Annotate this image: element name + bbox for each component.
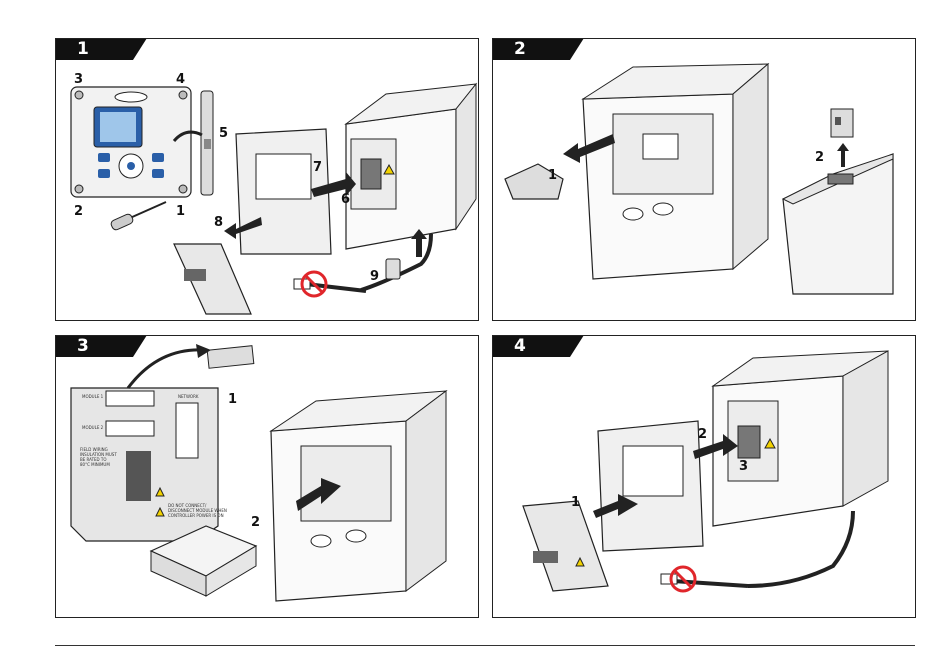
callout-9: 9 <box>370 269 379 284</box>
callout-6: 6 <box>341 192 350 207</box>
terminal-connector <box>831 109 853 167</box>
slot-cover <box>128 344 254 388</box>
cover-label: MODULE 1 MODULE 2 NETWORK FIELD WIRING I… <box>71 388 227 541</box>
controller-front <box>71 87 213 231</box>
callout-1: 1 <box>176 204 185 219</box>
label-field-wiring-4: 80°C MINIMUM <box>80 462 110 467</box>
callout-3: 3 <box>739 459 748 474</box>
open-enclosure <box>236 84 476 290</box>
step-1-illustration: 3 4 5 2 1 7 6 8 9 <box>56 39 479 321</box>
callout-5: 5 <box>219 126 228 141</box>
power-plug <box>661 574 748 586</box>
removed-cover <box>174 244 251 314</box>
footer-rule <box>55 645 915 646</box>
callout-3: 3 <box>74 72 83 87</box>
step-panel-3: 3 MODULE 1 MODULE 2 NETWORK FIELD WIRING… <box>55 335 479 618</box>
callout-7: 7 <box>313 160 322 175</box>
step-3-illustration: MODULE 1 MODULE 2 NETWORK FIELD WIRING I… <box>56 336 479 618</box>
callout-8: 8 <box>214 215 223 230</box>
callout-2: 2 <box>698 427 707 442</box>
enclosure-interior <box>583 64 768 279</box>
step-panel-4: 4 1 2 3 <box>492 335 916 618</box>
step-panel-2: 2 1 2 <box>492 38 916 321</box>
callout-2: 2 <box>815 150 824 165</box>
module-card <box>783 154 893 294</box>
callout-2: 2 <box>251 515 260 530</box>
step-4-illustration: 1 2 3 <box>493 336 916 618</box>
callout-2: 2 <box>74 204 83 219</box>
callout-4: 4 <box>176 72 185 87</box>
cable-gland <box>386 259 400 279</box>
label-warning-3: CONTROLLER POWER IS ON <box>168 513 224 518</box>
callout-1: 1 <box>548 168 557 183</box>
callout-1: 1 <box>228 392 237 407</box>
callout-1: 1 <box>571 495 580 510</box>
enclosure-interior <box>271 391 446 601</box>
step-panel-1: 1 <box>55 38 479 321</box>
step-2-illustration: 1 2 <box>493 39 916 321</box>
label-module-1: MODULE 1 <box>82 394 104 399</box>
label-module-2: MODULE 2 <box>82 425 104 430</box>
label-network: NETWORK <box>178 394 199 399</box>
